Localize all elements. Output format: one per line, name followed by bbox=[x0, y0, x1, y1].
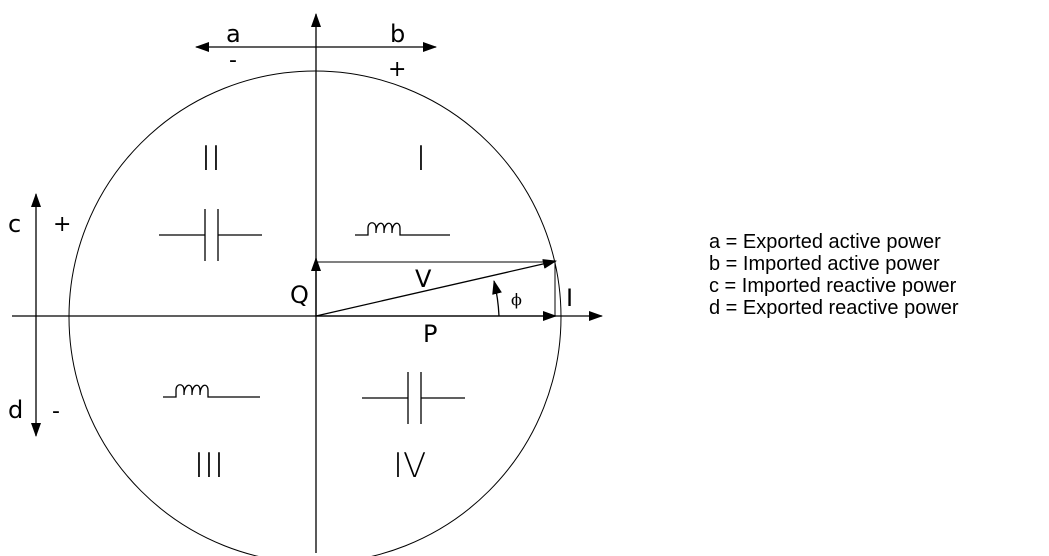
sign-b: + bbox=[388, 57, 406, 82]
sign-c: + bbox=[53, 212, 71, 237]
quadrant-1-label: I bbox=[416, 139, 426, 179]
label-p: P bbox=[423, 320, 437, 348]
label-q: Q bbox=[290, 281, 309, 309]
legend-item-a: a = Exported active power bbox=[709, 231, 941, 253]
label-d: d bbox=[8, 396, 23, 424]
label-c: c bbox=[8, 210, 21, 238]
legend-item-b: b = Imported active power bbox=[709, 253, 940, 275]
phi-angle-arc bbox=[492, 280, 502, 317]
label-i: I bbox=[566, 284, 573, 312]
legend-item-d: d = Exported reactive power bbox=[709, 297, 959, 319]
quadrant-2-label: II bbox=[201, 139, 221, 179]
capacitor-symbol-q2 bbox=[159, 209, 262, 261]
capacitor-symbol-q4 bbox=[362, 372, 465, 424]
quadrant-3-label: III bbox=[194, 446, 224, 486]
sign-a: - bbox=[229, 48, 237, 73]
legend: a = Exported active power b = Imported a… bbox=[709, 231, 959, 319]
inductor-symbol-q3 bbox=[163, 384, 260, 398]
vector-v-arrow bbox=[315, 259, 557, 317]
label-a: a bbox=[226, 20, 241, 48]
inductor-symbol-q1 bbox=[355, 222, 450, 236]
quadrant-4-label: IV bbox=[393, 446, 426, 486]
label-v: V bbox=[415, 265, 432, 293]
label-b: b bbox=[390, 20, 405, 48]
sign-d: - bbox=[52, 399, 60, 424]
legend-item-c: c = Imported reactive power bbox=[709, 275, 957, 297]
phi-label: ϕ bbox=[511, 290, 522, 309]
power-circle bbox=[68, 70, 562, 556]
